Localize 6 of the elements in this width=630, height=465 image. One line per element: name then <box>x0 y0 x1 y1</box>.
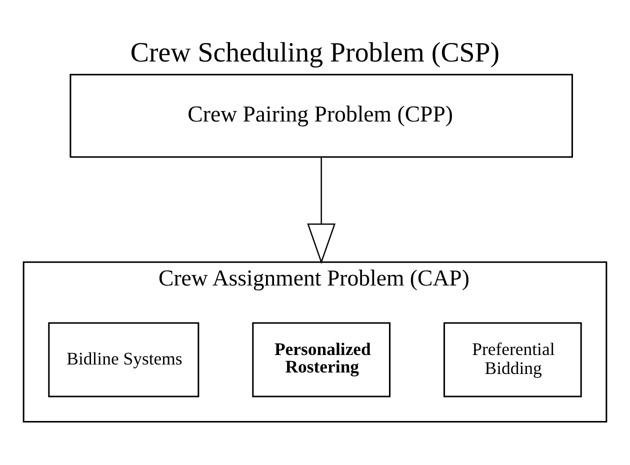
node-box: Crew Pairing Problem (CPP) <box>70 73 573 158</box>
arrow <box>307 156 336 264</box>
node-box: Preferential Bidding <box>443 322 582 397</box>
node-box: Bidline Systems <box>48 322 200 397</box>
node-box: Personalized Rostering <box>252 322 391 397</box>
diagram-title: Crew Scheduling Problem (CSP) <box>130 36 500 68</box>
